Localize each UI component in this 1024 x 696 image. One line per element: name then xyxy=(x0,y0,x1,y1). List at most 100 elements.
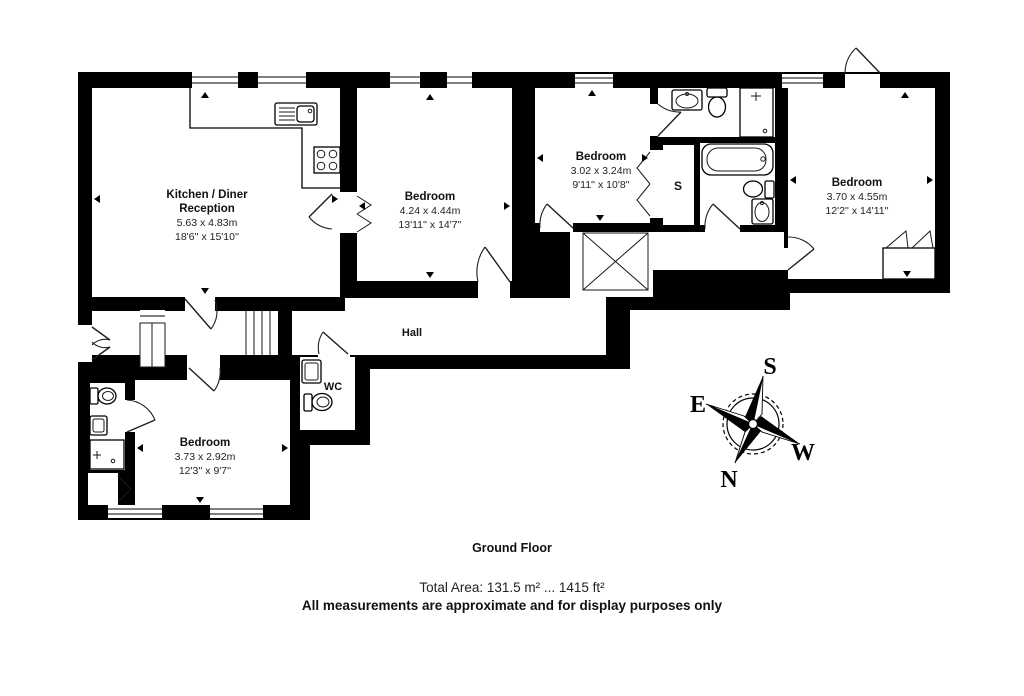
store-label: S xyxy=(674,179,682,193)
door-icon xyxy=(308,193,333,230)
counter-outline xyxy=(189,88,340,189)
room-labels: Kitchen / Diner Reception 5.63 x 4.83m 1… xyxy=(166,151,888,477)
showerroom-door-gap xyxy=(650,104,658,136)
wardrobe-icon xyxy=(882,229,936,280)
toilet-icon xyxy=(89,387,117,405)
window-icon xyxy=(258,72,306,88)
ensuite-fixtures xyxy=(89,387,132,503)
shower-icon xyxy=(739,87,774,138)
basin-icon xyxy=(89,415,108,436)
door-icon xyxy=(188,367,221,392)
wc-door-gap xyxy=(318,349,350,358)
double-door-icon xyxy=(91,326,111,361)
total-area-text: Total Area: 131.5 m² ... 1415 ft² xyxy=(419,580,605,595)
compass-rose: S E N W xyxy=(690,354,815,493)
skylight-icon xyxy=(582,232,649,291)
bedroom-right-dim-imperial: 12'2'' x 14'11'' xyxy=(825,205,888,217)
compass-south-label: S xyxy=(763,354,776,380)
bedroom2-name: Bedroom xyxy=(405,191,455,203)
door-icon xyxy=(787,236,815,271)
window-icon xyxy=(390,72,420,88)
room-bedroom3-floor xyxy=(535,88,650,223)
wc-label: WC xyxy=(324,381,342,393)
bifold-door-icon xyxy=(117,475,132,503)
doors xyxy=(91,47,881,433)
bedroom-right-name: Bedroom xyxy=(832,177,882,189)
door-icon xyxy=(657,103,682,137)
bedroom-bottom-name: Bedroom xyxy=(180,437,230,449)
bedroom-bottom-door-gap xyxy=(187,353,220,380)
kitchen-name-line1: Kitchen / Diner xyxy=(166,189,248,201)
kitchen-dim-imperial: 18'6'' x 15'10'' xyxy=(175,231,239,243)
bedroom-bottom-dim-imperial: 12'3'' x 9'7'' xyxy=(179,465,231,477)
bifold-door-icon xyxy=(636,183,651,217)
wc-fixtures xyxy=(301,359,333,412)
ensuite-cupboard xyxy=(88,473,118,505)
bedroom2-dim-metric: 4.24 x 4.44m xyxy=(400,205,461,217)
bathroom-door-gap xyxy=(705,225,740,232)
sink-icon xyxy=(274,102,318,126)
door-icon xyxy=(704,203,741,230)
toilet-icon xyxy=(706,87,728,118)
room-store-floor xyxy=(663,145,694,225)
bathtub-icon xyxy=(701,143,774,176)
bedroom-bottom-label: Bedroom 3.73 x 2.92m 12'3'' x 9'7'' xyxy=(175,437,236,477)
door-icon xyxy=(126,399,156,433)
kitchen-fixtures xyxy=(189,88,341,189)
window-icon xyxy=(782,74,823,88)
compass-east-label: E xyxy=(690,392,706,418)
bifold-door-icon xyxy=(356,195,372,215)
door-icon xyxy=(184,298,218,330)
bedroom-right-label: Bedroom 3.70 x 4.55m 12'2'' x 14'11'' xyxy=(825,177,888,217)
hob-icon xyxy=(313,146,341,174)
footer: Ground Floor Total Area: 131.5 m² ... 14… xyxy=(302,541,723,613)
room-bathroom-floor xyxy=(700,143,775,225)
entrance-door-gap-top xyxy=(845,74,880,88)
compass-north-label: N xyxy=(720,467,738,493)
entrance-door-gap xyxy=(78,325,92,362)
kitchen-label: Kitchen / Diner Reception 5.63 x 4.83m 1… xyxy=(166,189,248,243)
room-hall-floor xyxy=(92,232,784,355)
bedroom2-door-gap xyxy=(478,281,510,298)
windows xyxy=(108,72,880,518)
door-icon xyxy=(844,47,881,74)
window-icon xyxy=(447,72,472,88)
room-kitchen-floor xyxy=(92,88,340,297)
toilet-icon xyxy=(742,180,775,199)
measurement-ticks xyxy=(94,90,933,503)
toilet-icon xyxy=(303,392,333,412)
bedroom3-dim-imperial: 9'11'' x 10'8'' xyxy=(572,179,629,191)
basin-icon xyxy=(751,198,774,225)
bathroom-fixtures xyxy=(671,87,775,225)
lobby-cupboard-door xyxy=(151,322,166,368)
bedroom2-dim-imperial: 13'11'' x 14'7'' xyxy=(398,219,461,231)
store-door-gap xyxy=(650,150,663,218)
window-icon xyxy=(192,72,238,88)
hall-label: Hall xyxy=(402,327,422,339)
compass-west-label: W xyxy=(791,440,815,466)
bedroom-right-door-gap xyxy=(775,248,788,270)
room-showerroom-floor xyxy=(658,88,775,137)
window-icon xyxy=(108,505,162,518)
door-icon xyxy=(476,246,511,283)
bifold-door-icon xyxy=(356,213,372,233)
bedroom-right-dim-metric: 3.70 x 4.55m xyxy=(827,191,888,203)
window-icon xyxy=(575,74,613,88)
door-icon xyxy=(317,331,349,355)
stair-side-wall xyxy=(278,311,292,355)
door-icon xyxy=(539,203,574,229)
bedroom3-door-gap xyxy=(540,223,573,232)
disclaimer-text: All measurements are approximate and for… xyxy=(302,598,723,613)
ensuite-door-gap xyxy=(125,400,135,432)
basin-icon xyxy=(301,359,322,384)
kitchen-door-gap xyxy=(185,297,215,313)
bedroom3-dim-metric: 3.02 x 3.24m xyxy=(571,165,632,177)
basin-icon xyxy=(671,89,703,111)
window-icon xyxy=(210,505,263,518)
shower-icon xyxy=(89,439,125,470)
bedroom3-label: Bedroom 3.02 x 3.24m 9'11'' x 10'8'' xyxy=(571,151,632,191)
floor-title: Ground Floor xyxy=(472,541,552,555)
kitchen-dim-metric: 5.63 x 4.83m xyxy=(177,217,238,229)
